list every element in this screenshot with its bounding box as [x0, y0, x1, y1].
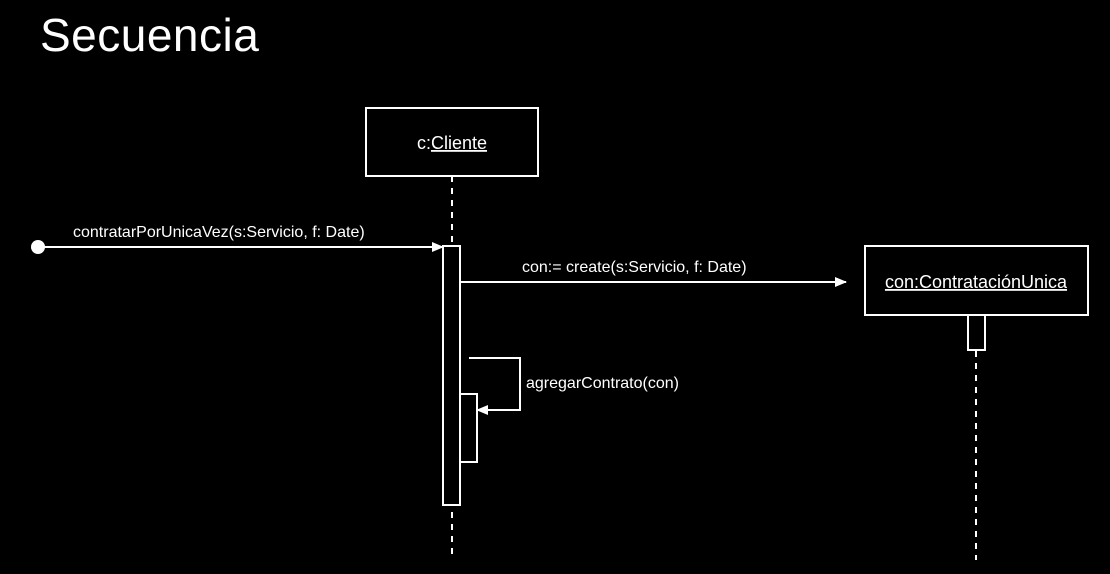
diagram-title: Secuencia	[40, 9, 260, 61]
lifeline-cliente-box[interactable]	[365, 107, 539, 177]
lifeline-cliente-label: c:Cliente	[417, 133, 487, 153]
create-message-label: con:= create(s:Servicio, f: Date)	[522, 259, 747, 276]
self-call-arrow	[469, 357, 521, 415]
activation-bar-cliente-nested	[459, 393, 478, 463]
lifeline-cliente-class: Cliente	[431, 133, 487, 153]
self-call-label: agregarContrato(con)	[526, 375, 679, 392]
lifeline-cliente[interactable]: c:Cliente	[365, 107, 539, 177]
activation-bar-contratacion	[967, 314, 986, 351]
lifeline-contratacion-box[interactable]	[864, 245, 1089, 316]
lifeline-contratacion[interactable]: con:ContrataciónUnica	[864, 245, 1089, 316]
activation-bar-cliente	[442, 245, 461, 506]
lifeline-cliente-prefix: c:	[417, 133, 431, 153]
found-message-label: contratarPorUnicaVez(s:Servicio, f: Date…	[73, 224, 365, 241]
lifeline-contratacion-label: con:ContrataciónUnica	[885, 272, 1068, 292]
